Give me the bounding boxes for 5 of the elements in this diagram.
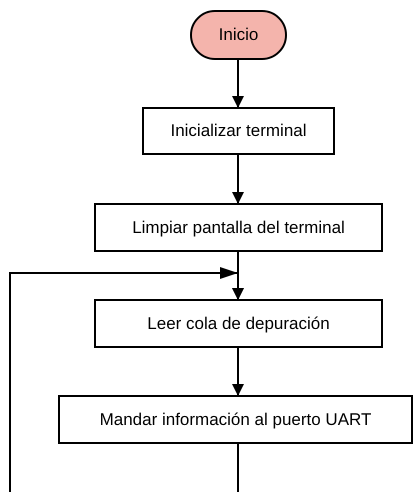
process-box: Mandar información al puerto UART xyxy=(58,395,413,444)
process-box: Leer cola de depuración xyxy=(94,299,383,348)
process-box: Limpiar pantalla del terminal xyxy=(94,203,383,252)
start-terminal: Inicio xyxy=(190,10,287,60)
process-box: Inicializar terminal xyxy=(142,107,335,155)
